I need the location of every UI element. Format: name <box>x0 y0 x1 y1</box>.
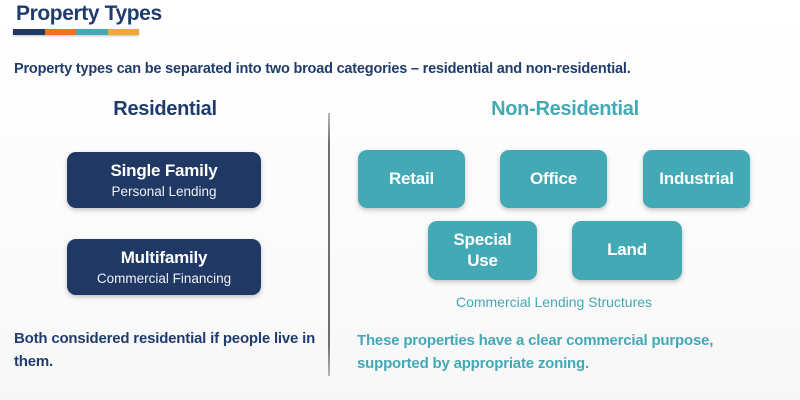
accent-segment-navy <box>13 29 45 35</box>
card-multifamily-subtitle: Commercial Financing <box>96 270 232 286</box>
residential-note: Both considered residential if people li… <box>14 330 316 371</box>
card-special-use: Special Use <box>428 221 537 280</box>
card-special-use-label: Special Use <box>453 230 512 270</box>
card-multifamily-title: Multifamily <box>120 248 208 268</box>
accent-segment-orange <box>44 29 76 35</box>
page-title: Property Types <box>16 2 162 25</box>
accent-segment-teal <box>76 29 108 35</box>
accent-segment-gold <box>107 29 139 35</box>
card-multifamily: Multifamily Commercial Financing <box>67 239 261 295</box>
card-single-family: Single Family Personal Lending <box>67 152 261 208</box>
non-residential-heading: Non-Residential <box>491 98 639 120</box>
card-retail: Retail <box>358 150 465 208</box>
non-residential-note: These properties have a clear commercial… <box>357 332 714 373</box>
card-industrial-label: Industrial <box>659 168 734 188</box>
card-single-family-subtitle: Personal Lending <box>111 183 217 199</box>
card-land-label: Land <box>607 240 647 260</box>
card-industrial: Industrial <box>643 150 750 208</box>
card-single-family-title: Single Family <box>110 161 218 181</box>
card-office-label: Office <box>530 168 577 188</box>
vertical-divider <box>328 113 330 376</box>
residential-heading: Residential <box>113 98 217 120</box>
card-land: Land <box>572 221 682 280</box>
card-retail-label: Retail <box>388 168 435 188</box>
page-subtitle: Property types can be separated into two… <box>14 61 631 77</box>
card-office: Office <box>500 150 607 208</box>
non-residential-caption: Commercial Lending Structures <box>455 294 653 310</box>
title-accent-bar <box>13 29 139 35</box>
